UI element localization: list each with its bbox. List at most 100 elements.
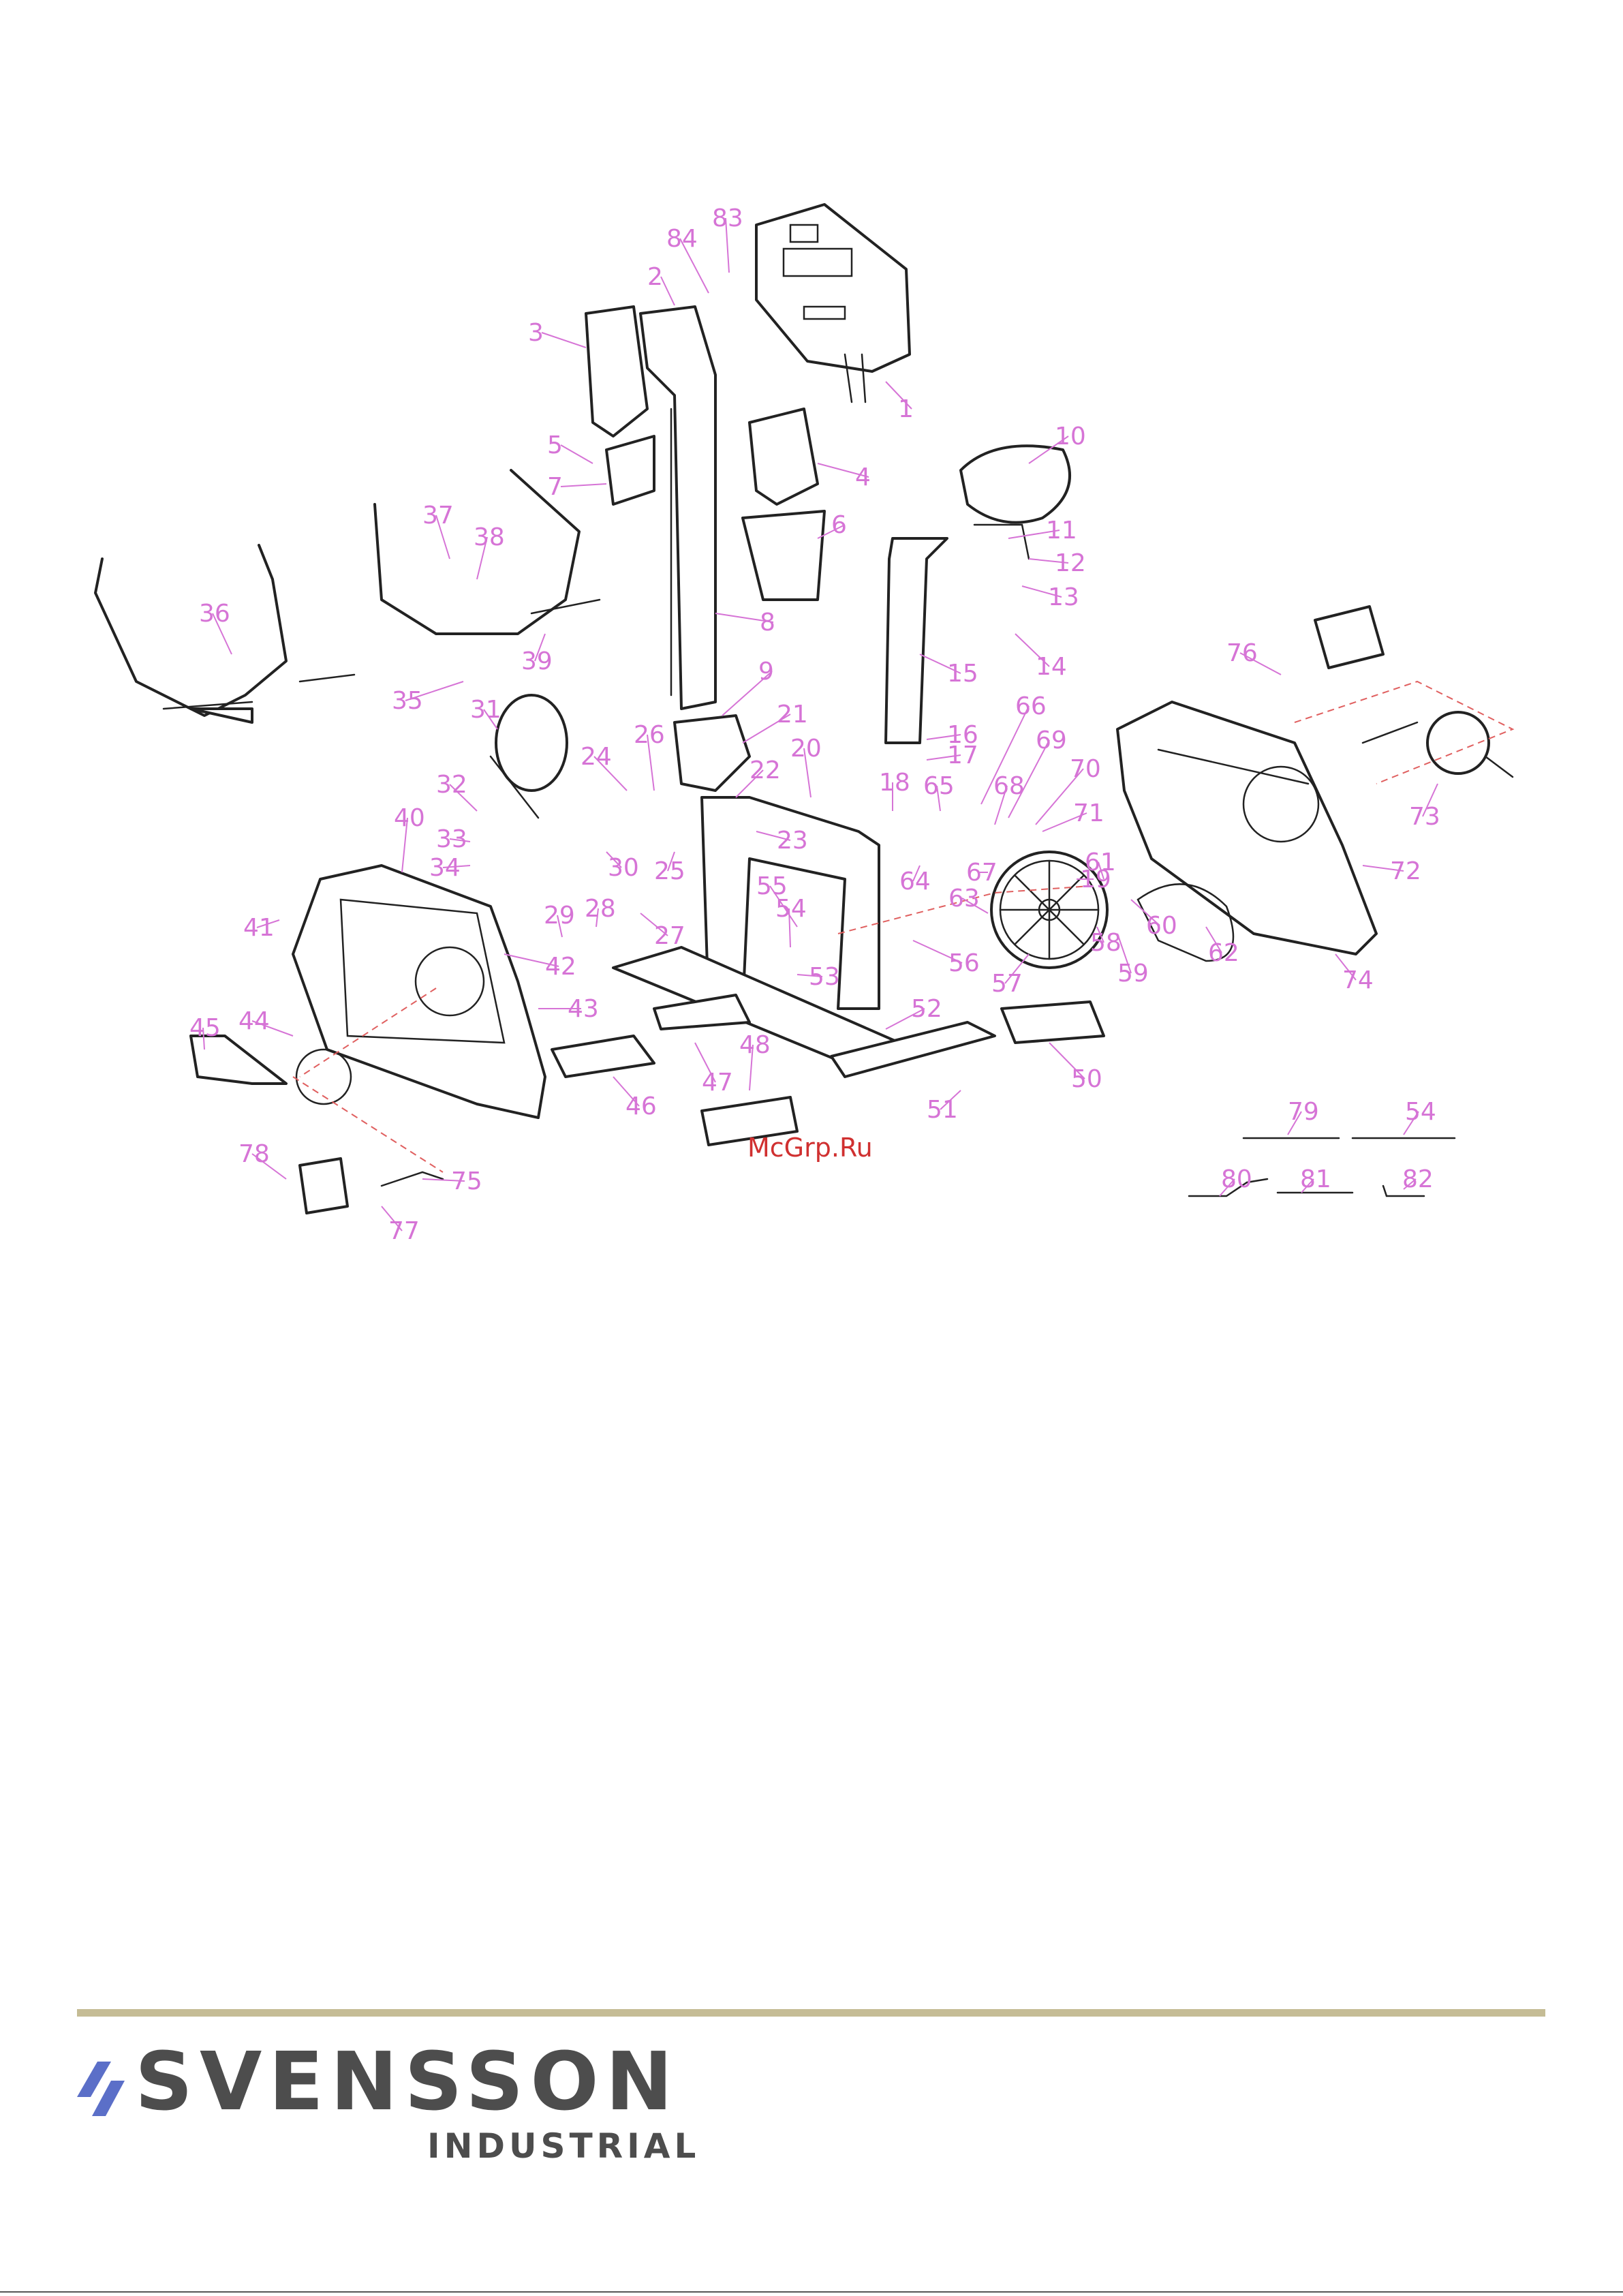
callout-leader-3 (542, 333, 586, 348)
seat-post-15-part (886, 538, 947, 743)
callout-label-18: 18 (879, 769, 910, 797)
watermark-text: McGrp.Ru (747, 1133, 873, 1163)
callout-label-5: 5 (547, 431, 563, 459)
callout-label-63: 63 (948, 885, 980, 913)
callout-label-57: 57 (991, 970, 1023, 998)
callout-label-34: 34 (429, 854, 461, 882)
callout-label-10: 10 (1055, 423, 1086, 450)
callout-label-27: 27 (654, 922, 685, 950)
callout-label-53: 53 (809, 963, 840, 991)
callout-label-48: 48 (739, 1031, 771, 1059)
callout-label-21: 21 (777, 701, 808, 729)
callout-label-42: 42 (545, 953, 576, 981)
callout-label-60: 60 (1146, 912, 1177, 940)
callout-leader-7 (561, 484, 606, 487)
handlebar-36-part (95, 545, 354, 722)
callout-label-41: 41 (243, 914, 275, 942)
callout-label-20: 20 (790, 735, 822, 763)
crank-73-part (1363, 712, 1513, 777)
callout-label-70: 70 (1070, 755, 1101, 783)
callout-label-47: 47 (702, 1069, 733, 1097)
callout-label-13: 13 (1048, 583, 1079, 611)
callout-label-55: 55 (756, 872, 788, 900)
callout-label-6: 6 (831, 511, 847, 539)
brake-part (491, 695, 567, 818)
callout-label-82: 82 (1402, 1165, 1434, 1193)
callout-label-54: 54 (1405, 1098, 1436, 1126)
callout-label-71: 71 (1073, 799, 1104, 827)
callout-label-76: 76 (1226, 639, 1258, 667)
callout-label-66: 66 (1015, 692, 1047, 720)
callout-label-23: 23 (777, 827, 808, 855)
callout-label-40: 40 (394, 804, 425, 832)
callout-label-22: 22 (749, 756, 781, 784)
exploded-parts-diagram: 1234567891011121314151617181920212223242… (0, 0, 1623, 1254)
foot-cover-46-part (552, 1036, 654, 1077)
callout-label-65: 65 (923, 772, 955, 800)
callout-label-73: 73 (1409, 803, 1440, 831)
crank-45-part (191, 1036, 286, 1084)
left-housing-part (293, 866, 545, 1118)
callout-label-69: 69 (1036, 726, 1067, 754)
callout-label-78: 78 (238, 1140, 270, 1168)
callout-label-56: 56 (948, 949, 980, 977)
brand-slash-icon (77, 2062, 125, 2116)
callout-label-26: 26 (634, 721, 665, 749)
callout-label-8: 8 (760, 609, 775, 637)
callout-label-36: 36 (199, 600, 230, 628)
callout-label-32: 32 (436, 771, 467, 799)
callout-label-81: 81 (1300, 1165, 1331, 1193)
callout-label-59: 59 (1117, 960, 1149, 988)
callout-leaders (203, 218, 1438, 1231)
upright-tube-part (640, 307, 715, 709)
foot-cover-50-part (1002, 1002, 1104, 1043)
callout-label-64: 64 (899, 868, 931, 896)
callout-label-30: 30 (608, 854, 639, 882)
shroud-21-part (675, 716, 749, 791)
callout-label-35: 35 (392, 687, 423, 715)
callout-label-12: 12 (1055, 549, 1086, 577)
callout-label-72: 72 (1390, 857, 1421, 885)
page-bottom-line (0, 2291, 1623, 2293)
callout-leader-5 (561, 445, 593, 463)
callout-label-51: 51 (927, 1096, 958, 1124)
callout-label-74: 74 (1342, 966, 1374, 994)
brand-subtitle: INDUSTRIAL (427, 2129, 700, 2163)
callout-label-75: 75 (451, 1167, 482, 1195)
callout-label-79: 79 (1288, 1098, 1319, 1126)
callout-label-17: 17 (947, 741, 978, 769)
handlebar-38-part (375, 470, 600, 634)
callout-label-1: 1 (898, 395, 914, 423)
callout-leader-2 (661, 277, 675, 305)
callout-label-39: 39 (521, 647, 553, 675)
callout-label-84: 84 (666, 225, 698, 253)
callout-label-33: 33 (436, 825, 467, 853)
callout-label-2: 2 (647, 263, 663, 291)
callout-label-9: 9 (758, 658, 774, 686)
callout-label-68: 68 (993, 772, 1025, 800)
callout-label-37: 37 (422, 502, 454, 530)
cover-7-part (606, 436, 654, 504)
callout-label-83: 83 (712, 204, 743, 232)
cover-3-part (586, 307, 647, 436)
callout-label-58: 58 (1090, 929, 1122, 957)
callout-label-46: 46 (625, 1092, 657, 1120)
callout-label-80: 80 (1221, 1165, 1252, 1193)
callout-label-7: 7 (547, 473, 563, 501)
callout-label-45: 45 (189, 1014, 221, 1042)
callout-label-50: 50 (1071, 1065, 1102, 1093)
callout-label-43: 43 (568, 995, 599, 1023)
pedal-76-part (1315, 607, 1383, 668)
callout-label-3: 3 (528, 319, 544, 347)
callout-label-44: 44 (238, 1007, 270, 1035)
footer-rule (77, 2009, 1545, 2017)
callout-label-28: 28 (585, 895, 616, 923)
callout-label-61: 61 (1085, 848, 1116, 876)
callout-label-38: 38 (474, 523, 505, 551)
callout-label-15: 15 (947, 660, 978, 688)
foot-cover-47-part (654, 995, 749, 1029)
callout-label-31: 31 (470, 696, 501, 724)
pedal-78-part (300, 1159, 347, 1213)
callout-label-67: 67 (966, 859, 998, 887)
cover-4-part (749, 409, 818, 504)
